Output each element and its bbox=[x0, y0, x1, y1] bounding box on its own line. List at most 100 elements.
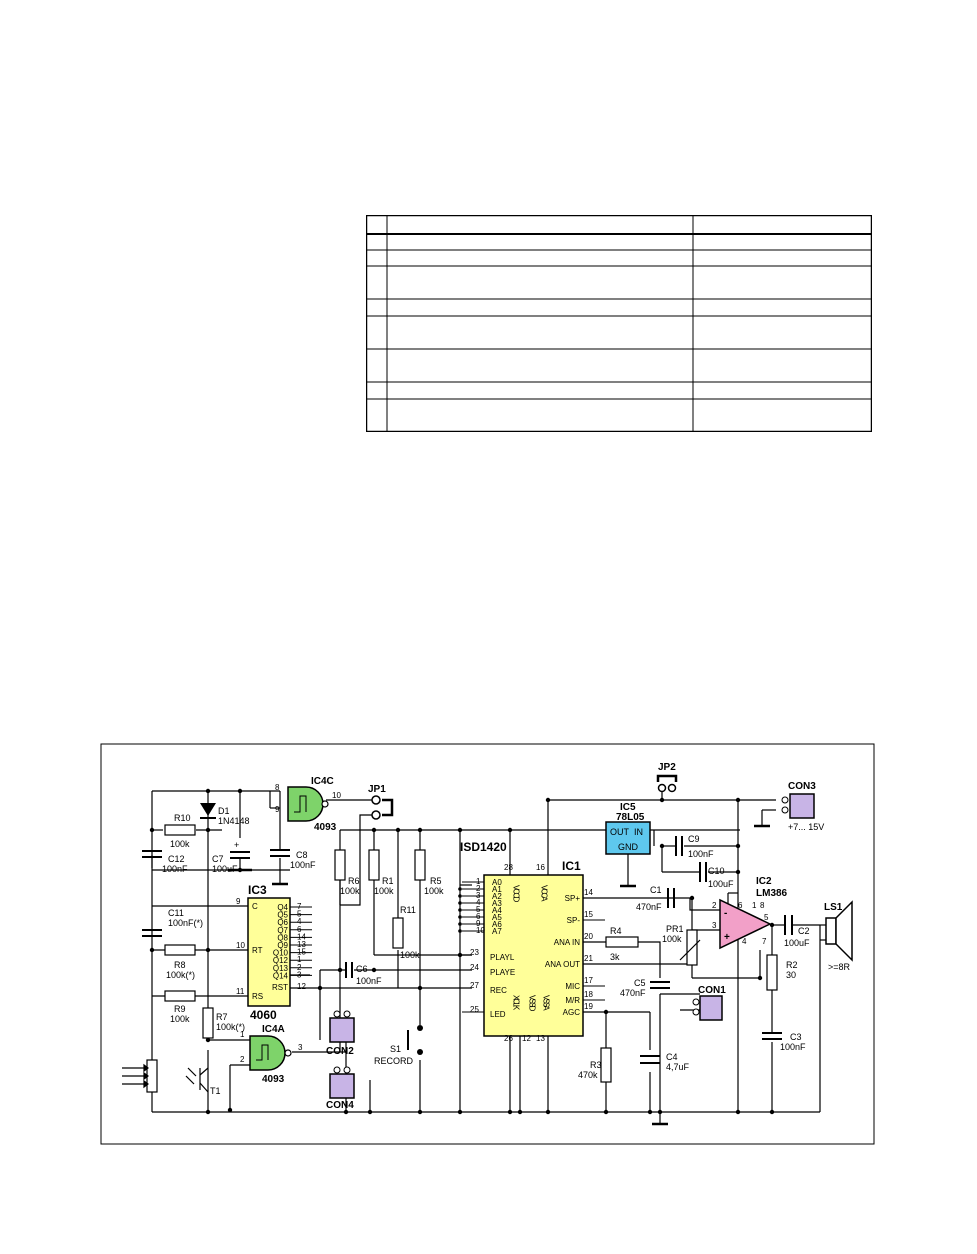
pin-name: Q7 bbox=[277, 926, 288, 935]
pin-label: 13 bbox=[536, 1034, 545, 1043]
capacitor-c9 bbox=[675, 836, 683, 856]
capacitor-c5 bbox=[650, 981, 670, 989]
schematic-frame bbox=[100, 743, 875, 1145]
c7-val: 100uF bbox=[212, 864, 238, 874]
pin-label: 8 bbox=[760, 901, 765, 910]
resistor-r2 bbox=[766, 954, 778, 991]
pin-label: 17 bbox=[584, 976, 593, 985]
pin-label: 9 bbox=[236, 897, 241, 906]
pin-label: 10 bbox=[476, 926, 485, 935]
c10-val: 100uF bbox=[708, 879, 734, 889]
capacitor-c2 bbox=[784, 915, 793, 935]
d1-ref: D1 bbox=[218, 806, 230, 816]
ic5-gnd: GND bbox=[618, 842, 639, 852]
r8-ref: R8 bbox=[174, 960, 186, 970]
pin-name: AGC bbox=[563, 1008, 581, 1017]
chip-ic1 bbox=[483, 874, 584, 1037]
resistor-r1 bbox=[368, 849, 380, 881]
pin-label: 15 bbox=[584, 910, 593, 919]
pin-label: 4 bbox=[476, 898, 481, 907]
c9-val: 100nF bbox=[688, 849, 714, 859]
pin-label: 28 bbox=[504, 863, 513, 872]
r4-val: 3k bbox=[610, 952, 620, 962]
pin-label: 5 bbox=[764, 913, 769, 922]
pr1-wiper bbox=[679, 939, 701, 961]
c1-ref: C1 bbox=[650, 885, 662, 895]
pin-label: 3 bbox=[476, 891, 481, 900]
opamp-plus: + bbox=[724, 932, 730, 943]
r9-ref: R9 bbox=[174, 1004, 186, 1014]
resistor-r3 bbox=[600, 1047, 612, 1083]
resistor-r9 bbox=[164, 990, 196, 1002]
d1-val: 1N4148 bbox=[218, 816, 250, 826]
gate-ic4a bbox=[249, 1035, 292, 1071]
pin-name: PLAYL bbox=[490, 953, 515, 962]
r11-ref: R11 bbox=[400, 905, 416, 915]
t1-ref: T1 bbox=[210, 1086, 221, 1096]
vcca-label: V C C A bbox=[540, 885, 549, 902]
capacitor-c6 bbox=[345, 962, 353, 978]
ic5-ref: IC5 bbox=[620, 802, 636, 813]
pin-label: 23 bbox=[470, 948, 479, 957]
pin-label: 24 bbox=[470, 963, 479, 972]
ic4a-type: 4093 bbox=[262, 1074, 285, 1085]
pin-name: M/R bbox=[565, 996, 580, 1005]
pin-label: 9 bbox=[476, 919, 481, 928]
con2-ref: CON2 bbox=[326, 1046, 354, 1057]
resistor-r4 bbox=[605, 936, 639, 948]
pin-label: 2 bbox=[240, 1055, 245, 1064]
c11-ref: C11 bbox=[168, 908, 184, 918]
ic3-type: 4060 bbox=[250, 1008, 277, 1022]
pin-label: 2 bbox=[476, 884, 481, 893]
c4-val: 4,7uF bbox=[666, 1062, 690, 1072]
con3-val: +7... 15V bbox=[788, 822, 824, 832]
table-border bbox=[366, 215, 872, 432]
resistor-r8 bbox=[164, 944, 196, 956]
connector-con1 bbox=[692, 995, 723, 1021]
ic1-ref: IC1 bbox=[562, 859, 581, 873]
pin-name: MIC bbox=[565, 982, 580, 991]
pin-label: 21 bbox=[584, 954, 593, 963]
c7-ref: C7 bbox=[212, 854, 224, 864]
c6-ref: C6 bbox=[356, 964, 368, 974]
pin-name: C bbox=[252, 902, 258, 911]
pin-label: 6 bbox=[476, 912, 481, 921]
phototransistor-t1 bbox=[185, 1067, 209, 1093]
pin-label: 7 bbox=[762, 937, 767, 946]
pin-label: 16 bbox=[536, 863, 545, 872]
c3-ref: C3 bbox=[790, 1032, 802, 1042]
r7-ref: R7 bbox=[216, 1012, 228, 1022]
pin-label: 19 bbox=[584, 1002, 593, 1011]
resistor-r6 bbox=[334, 849, 346, 881]
r10-ref: R10 bbox=[174, 813, 191, 823]
pin-label: 12 bbox=[522, 1034, 531, 1043]
ic3-ref: IC3 bbox=[248, 883, 267, 897]
c8-ref: C8 bbox=[296, 850, 308, 860]
ic5-type: 78L05 bbox=[616, 812, 645, 823]
resistor-r7 bbox=[202, 1007, 214, 1039]
r2-val: 30 bbox=[786, 970, 796, 980]
switch-s1 bbox=[407, 1025, 423, 1055]
pin-label: 8 bbox=[275, 783, 280, 792]
pin-label: 1 bbox=[476, 877, 481, 886]
pin-label: 3 bbox=[712, 921, 717, 930]
c11-val: 100nF(*) bbox=[168, 918, 203, 928]
r2-ref: R2 bbox=[786, 960, 798, 970]
pin-label: 2 bbox=[712, 901, 717, 910]
connector-con4 bbox=[329, 1066, 355, 1099]
pin-label: 12 bbox=[297, 982, 306, 991]
r7-val: 100k(*) bbox=[216, 1022, 245, 1032]
connector-con3 bbox=[781, 793, 815, 819]
pin-label: 25 bbox=[470, 1005, 479, 1014]
pin-name: ANA IN bbox=[554, 938, 580, 947]
pin-label: 1 bbox=[240, 1030, 245, 1039]
c12-val: 100nF bbox=[162, 864, 188, 874]
ic5-in: IN bbox=[634, 827, 643, 837]
c5-val: 470nF bbox=[620, 988, 646, 998]
pin-name: A5 bbox=[492, 913, 502, 922]
ic1-type: ISD1420 bbox=[460, 840, 507, 854]
r3-val: 470k bbox=[578, 1070, 598, 1080]
r6-ref: R6 bbox=[348, 876, 360, 886]
c7-plus: + bbox=[234, 840, 239, 850]
